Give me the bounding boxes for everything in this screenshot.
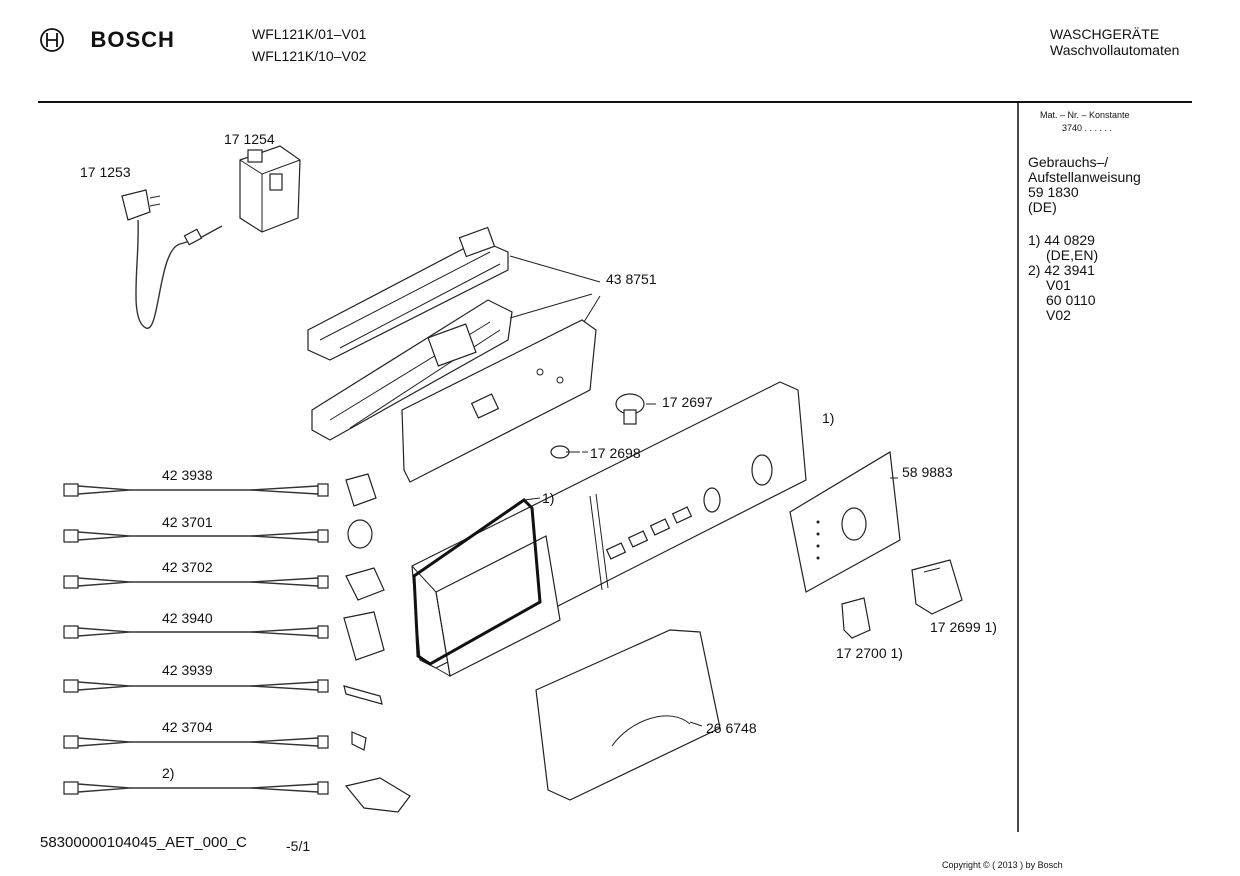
knob-axle-part	[550, 445, 588, 459]
harness-42-3701	[63, 519, 373, 549]
note-1-lang: (DE,EN)	[1046, 247, 1099, 263]
footer-copyright: Copyright © ( 2013 ) by Bosch	[942, 860, 1063, 870]
doc-lang: (DE)	[1028, 199, 1057, 215]
footer-page: -5/1	[286, 838, 311, 854]
harness-note-2	[63, 777, 411, 813]
label-58-9883: 58 9883	[902, 464, 953, 480]
harness-42-3938	[63, 473, 377, 507]
brand-name: BOSCH	[90, 27, 175, 52]
mat-label: Mat. – Nr. – Konstante	[1040, 110, 1130, 120]
label-42-3702: 42 3702	[162, 559, 213, 575]
label-42-3938: 42 3938	[162, 467, 213, 483]
note-2-v2: V02	[1046, 307, 1071, 323]
footer-doc-code: 58300000104045_AET_000_C	[40, 834, 247, 851]
knob-coupler-part	[615, 393, 656, 425]
doc-number: 59 1830	[1028, 184, 1079, 200]
label-42-3701: 42 3701	[162, 514, 213, 530]
label-17-1253: 17 1253	[80, 164, 131, 180]
label-17-2697: 17 2697	[662, 394, 713, 410]
harness-42-3939	[63, 679, 383, 705]
label-42-3939: 42 3939	[162, 662, 213, 678]
label-17-1254: 17 1254	[224, 131, 275, 147]
label-seal-note: 1)	[542, 490, 555, 506]
doc-line-1: Gebrauchs–/	[1028, 154, 1109, 170]
label-42-3704: 42 3704	[162, 719, 213, 735]
fascia-panel-part	[411, 381, 807, 677]
power-cord-part	[121, 189, 223, 329]
bosch-armature-icon	[40, 28, 64, 52]
seal-part	[412, 497, 542, 666]
harness-42-3940	[63, 611, 385, 661]
program-knob-part	[911, 559, 963, 615]
suppressor-part	[239, 145, 301, 233]
label-17-2700: 17 2700 1)	[836, 645, 903, 661]
cover-plate-part	[789, 451, 901, 593]
label-panel-note: 1)	[822, 410, 835, 426]
note-2-v1: V01	[1046, 277, 1071, 293]
model-line-2: WFL121K/10–V02	[252, 48, 367, 64]
label-26-6748: 26 6748	[706, 720, 757, 736]
label-harness-note-2: 2)	[162, 765, 175, 781]
note-2: 2) 42 3941	[1028, 262, 1095, 278]
category-line-1: WASCHGERÄTE	[1050, 26, 1160, 42]
bosch-logo: BOSCH	[38, 26, 175, 54]
note-2-num: 60 0110	[1046, 292, 1096, 308]
harness-42-3704	[63, 731, 367, 751]
small-knob-part	[841, 597, 871, 639]
label-17-2699: 17 2699 1)	[930, 619, 997, 635]
model-line-1: WFL121K/01–V01	[252, 26, 367, 42]
detergent-drawer-part	[535, 629, 721, 801]
doc-line-2: Aufstellanweisung	[1028, 169, 1141, 185]
label-17-2698: 17 2698	[590, 445, 641, 461]
label-43-8751: 43 8751	[606, 271, 657, 287]
category-line-2: Waschvollautomaten	[1050, 42, 1180, 58]
label-42-3940: 42 3940	[162, 610, 213, 626]
mat-value: 3740 . . . . . .	[1062, 123, 1113, 133]
note-1: 1) 44 0829	[1028, 232, 1095, 248]
control-module-part	[307, 226, 601, 483]
harness-42-3702	[63, 567, 385, 601]
